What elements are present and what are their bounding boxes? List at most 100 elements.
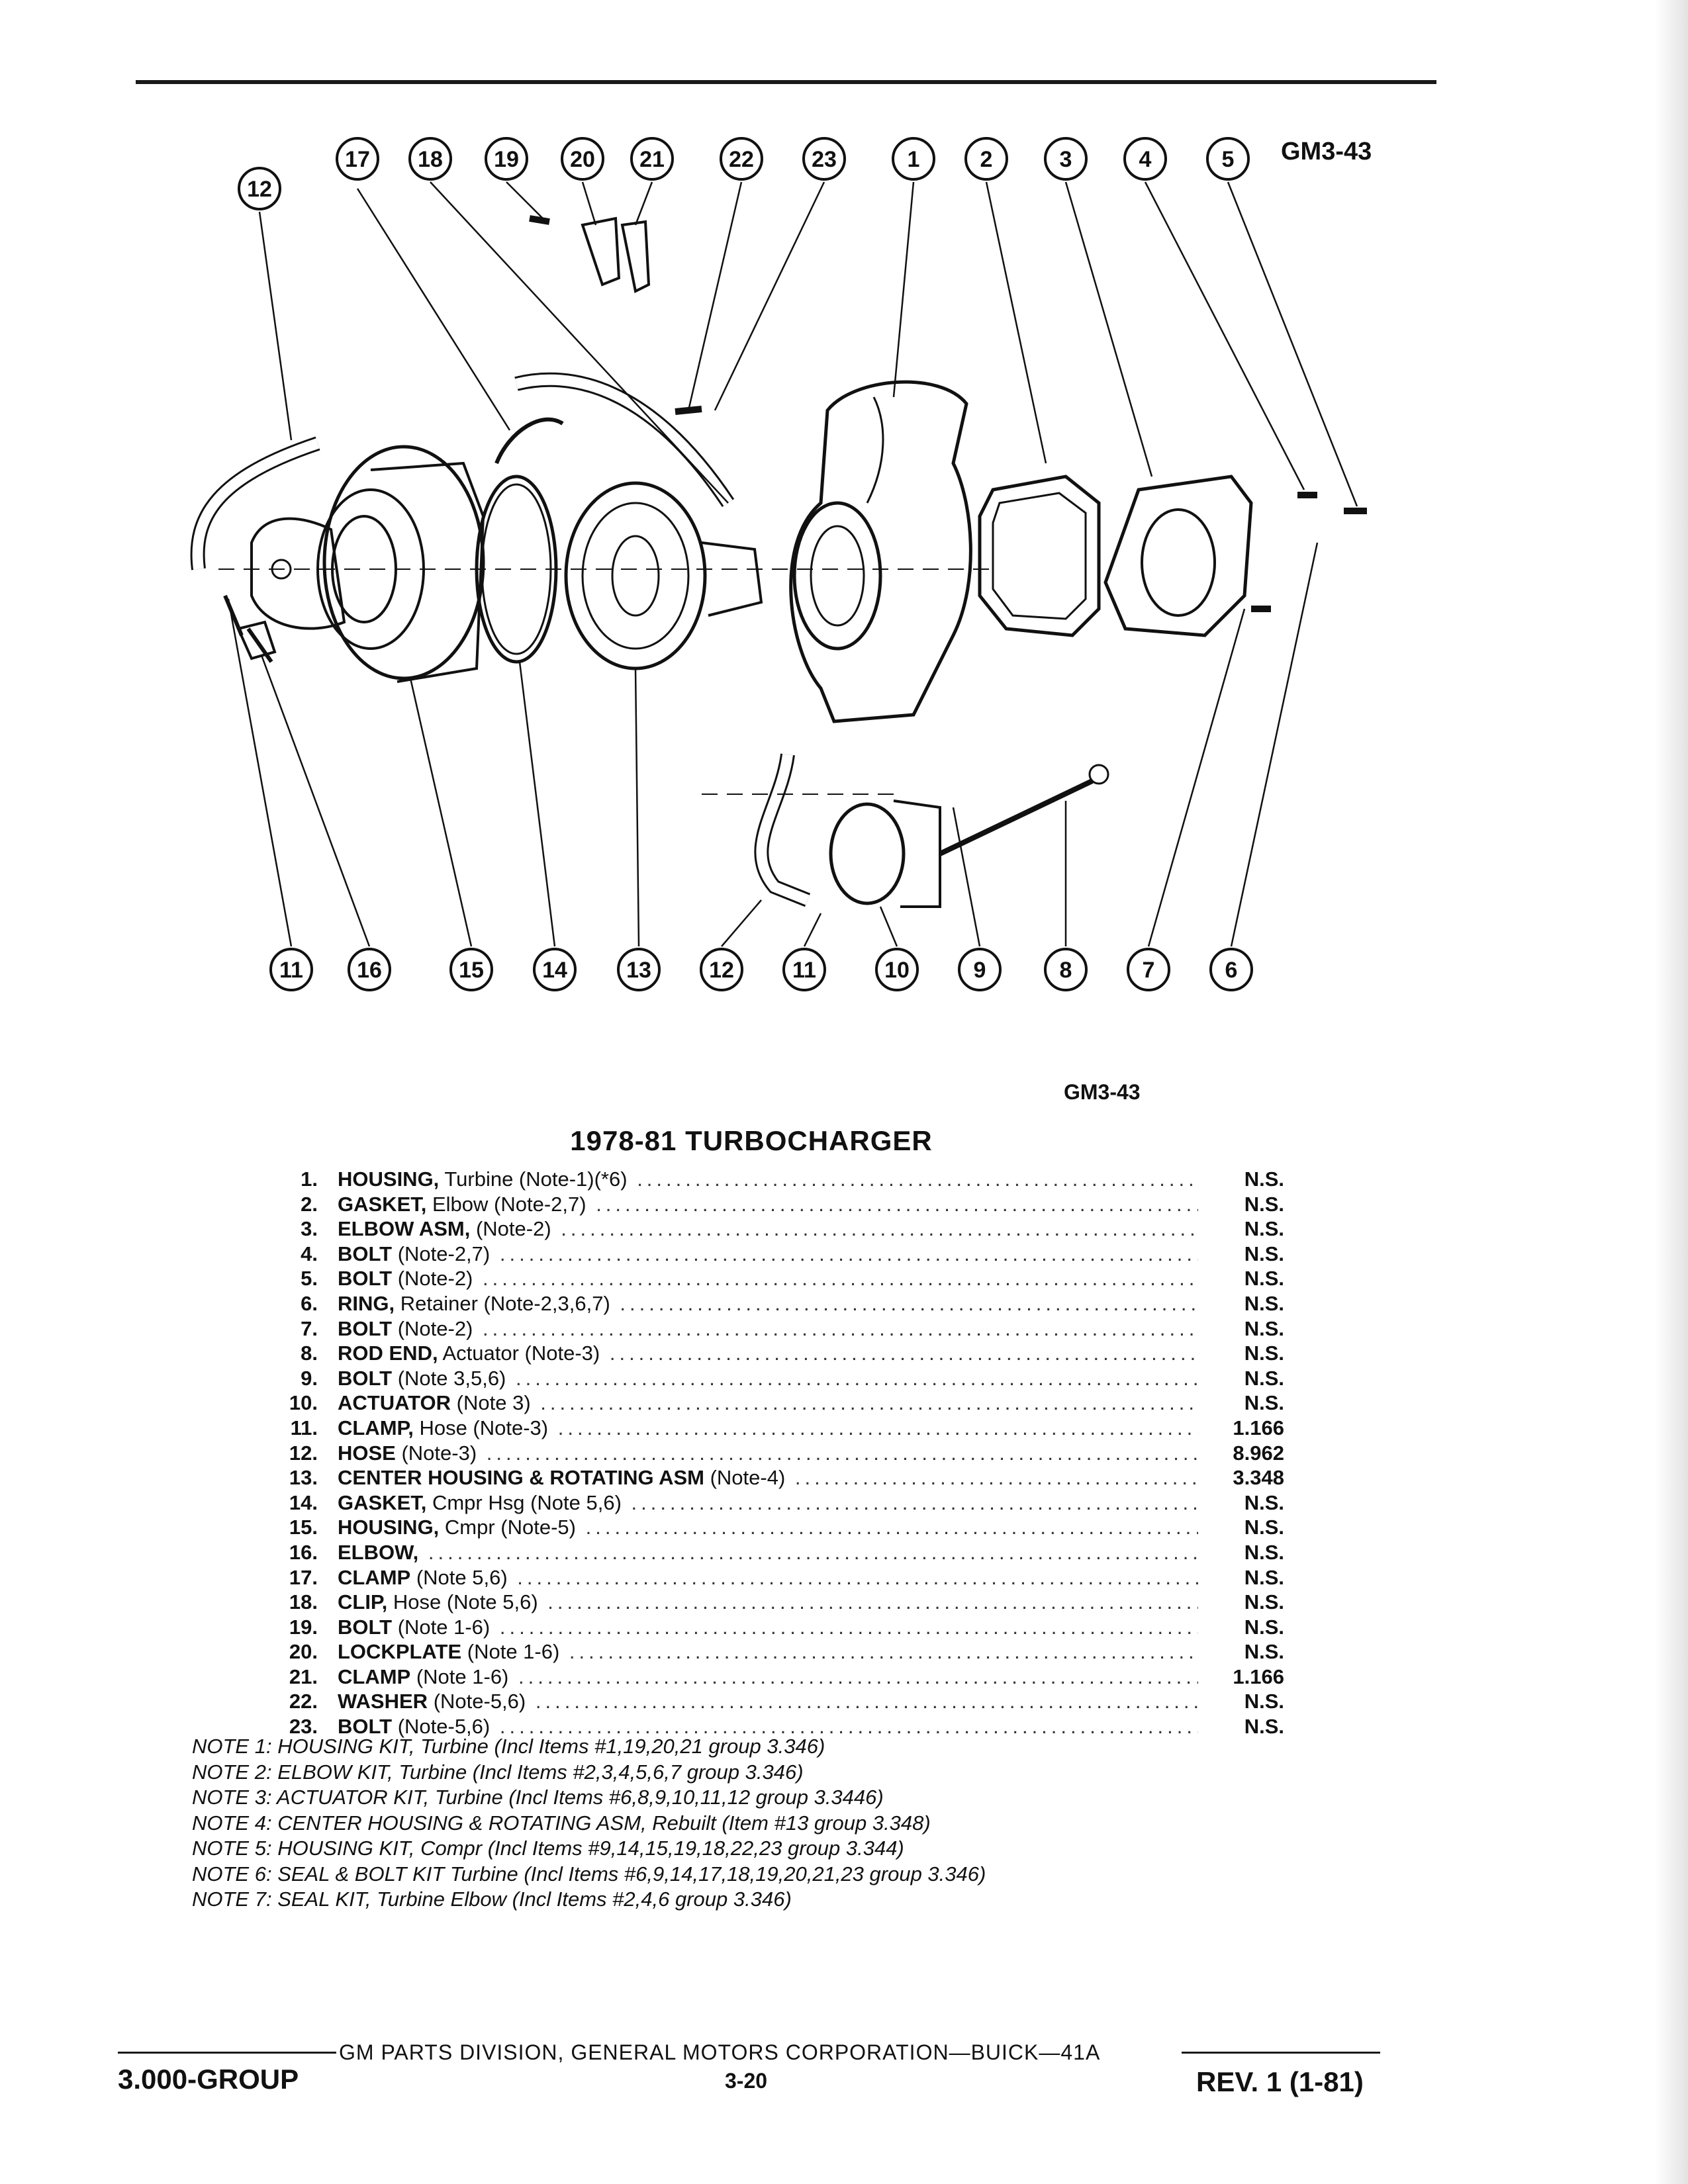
- part-name: HOUSING,: [338, 1167, 440, 1191]
- part-number: 9.: [301, 1366, 318, 1390]
- part-description: CLAMP, Hose (Note-3) ...................…: [338, 1416, 1198, 1441]
- callout-label: 13: [626, 958, 651, 983]
- header-rule: [136, 80, 1436, 84]
- part-detail: Hose (Note-3): [413, 1416, 549, 1439]
- callout-label: 18: [418, 147, 443, 172]
- callout-label: 12: [247, 177, 272, 202]
- dot-leader: ........................................…: [609, 1342, 1198, 1365]
- callout-label: 20: [570, 147, 595, 172]
- part-name: GASKET,: [338, 1490, 427, 1514]
- part-name: ELBOW,: [338, 1540, 419, 1564]
- callout-circle: [485, 137, 528, 181]
- part-price: 3.348: [1233, 1466, 1284, 1490]
- part-name: RING,: [338, 1291, 395, 1315]
- part-price: N.S.: [1244, 1242, 1284, 1265]
- part-detail: Turbine (Note-1)(*6): [439, 1167, 628, 1191]
- callout-circle: [1127, 948, 1170, 991]
- callout-label: 16: [357, 958, 382, 983]
- callout-circle: [1206, 137, 1250, 181]
- part-number: 1.: [301, 1167, 318, 1191]
- part-name: BOLT: [338, 1615, 393, 1639]
- callout-circle: [1044, 948, 1088, 991]
- part-number: 8.: [301, 1342, 318, 1365]
- part-detail: Hose (Note 5,6): [387, 1590, 538, 1614]
- part-row: 13.CENTER HOUSING & ROTATING ASM (Note-4…: [252, 1465, 1284, 1490]
- part-number: 6.: [301, 1291, 318, 1315]
- part-detail: Cmpr (Note-5): [439, 1516, 576, 1539]
- part-name: CENTER HOUSING & ROTATING ASM: [338, 1466, 704, 1490]
- part-price: N.S.: [1244, 1316, 1284, 1340]
- note-line: NOTE 4: CENTER HOUSING & ROTATING ASM, R…: [192, 1811, 931, 1835]
- part-description: BOLT (Note-5,6) ........................…: [338, 1714, 1198, 1739]
- part-name: ELBOW ASM,: [338, 1217, 471, 1241]
- dot-leader: ........................................…: [428, 1540, 1198, 1564]
- callout-label: 2: [980, 147, 993, 172]
- dot-leader: ........................................…: [483, 1267, 1198, 1291]
- figure-id-top: GM3-43: [1281, 138, 1372, 165]
- callout-circle: [875, 948, 919, 991]
- part-row: 3. ELBOW ASM, (Note-2) ..................…: [252, 1216, 1284, 1242]
- part-number: 23.: [289, 1715, 318, 1739]
- callout-circle: [348, 948, 391, 991]
- dot-leader: ........................................…: [569, 1640, 1198, 1664]
- part-number: 3.: [301, 1217, 318, 1241]
- callout-label: 7: [1143, 958, 1155, 983]
- part-price: N.S.: [1244, 1590, 1284, 1614]
- part-row: 14.GASKET, Cmpr Hsg (Note 5,6) .........…: [252, 1490, 1284, 1516]
- part-description: HOUSING, Turbine (Note-1)(*6) ..........…: [338, 1167, 1198, 1192]
- part-name: ACTUATOR: [338, 1391, 451, 1415]
- callout-label: 11: [792, 958, 816, 983]
- callout-circle: [336, 137, 379, 181]
- part-row: 21.CLAMP (Note 1-6) ....................…: [252, 1664, 1284, 1690]
- part-price: 8.962: [1233, 1441, 1284, 1465]
- footer-rule-left: [118, 2052, 336, 2054]
- part-number: 14.: [289, 1490, 318, 1514]
- note-line: NOTE 2: ELBOW KIT, Turbine (Incl Items #…: [192, 1760, 804, 1784]
- part-detail: (Note-3): [395, 1441, 477, 1465]
- part-description: ELBOW ASM, (Note-2) ....................…: [338, 1216, 1198, 1242]
- part-description: WASHER (Note-5,6) ......................…: [338, 1689, 1198, 1714]
- part-name: BOLT: [338, 1267, 393, 1291]
- part-name: CLIP,: [338, 1590, 388, 1614]
- parts-list: 1. HOUSING, Turbine (Note-1)(*6) ........…: [252, 1167, 1284, 1739]
- part-description: HOSE (Note-3) ..........................…: [338, 1441, 1198, 1466]
- callout-circle: [408, 137, 452, 181]
- part-detail: (Note 1-6): [410, 1664, 509, 1688]
- part-row: 19.BOLT (Note 1-6) .....................…: [252, 1615, 1284, 1640]
- part-detail: (Note 3,5,6): [392, 1366, 506, 1390]
- callout-circle: [238, 167, 281, 210]
- part-price: N.S.: [1244, 1342, 1284, 1365]
- part-price: 1.166: [1233, 1664, 1284, 1688]
- part-detail: Retainer (Note-2,3,6,7): [395, 1291, 610, 1315]
- callout-circle: [782, 948, 826, 991]
- callout-label: 5: [1222, 147, 1235, 172]
- part-name: HOSE: [338, 1441, 396, 1465]
- part-description: CLIP, Hose (Note 5,6) ..................…: [338, 1590, 1198, 1615]
- part-detail: (Note 5,6): [410, 1565, 508, 1589]
- part-detail: (Note-2): [392, 1267, 473, 1291]
- figure-id-bottom: GM3-43: [1064, 1080, 1141, 1104]
- part-number: 10.: [289, 1391, 318, 1415]
- note-line: NOTE 1: HOUSING KIT, Turbine (Incl Items…: [192, 1735, 825, 1758]
- part-number: 19.: [289, 1615, 318, 1639]
- part-price: N.S.: [1244, 1366, 1284, 1390]
- part-price: N.S.: [1244, 1167, 1284, 1191]
- callout-label: 21: [639, 147, 665, 172]
- dot-leader: ........................................…: [547, 1590, 1198, 1614]
- part-row: 15.HOUSING, Cmpr (Note-5) ..............…: [252, 1515, 1284, 1540]
- dot-leader: ........................................…: [585, 1516, 1198, 1539]
- part-detail: (Note-5,6): [428, 1690, 526, 1713]
- callout-circle: [802, 137, 846, 181]
- part-name: CLAMP: [338, 1565, 411, 1589]
- part-description: GASKET, Elbow (Note-2,7) ...............…: [338, 1192, 1198, 1217]
- callout-label: 12: [709, 958, 734, 983]
- part-detail: (Note-2,7): [392, 1242, 491, 1265]
- part-price: N.S.: [1244, 1615, 1284, 1639]
- notes-list: NOTE 1: HOUSING KIT, Turbine (Incl Items…: [192, 1734, 986, 1913]
- callout-circle: [561, 137, 604, 181]
- note-line: NOTE 3: ACTUATOR KIT, Turbine (Incl Item…: [192, 1786, 884, 1809]
- part-description: CLAMP (Note 5,6) .......................…: [338, 1565, 1198, 1590]
- callout-circle: [533, 948, 577, 991]
- part-price: N.S.: [1244, 1540, 1284, 1564]
- part-row: 4.BOLT (Note-2,7) ......................…: [252, 1242, 1284, 1267]
